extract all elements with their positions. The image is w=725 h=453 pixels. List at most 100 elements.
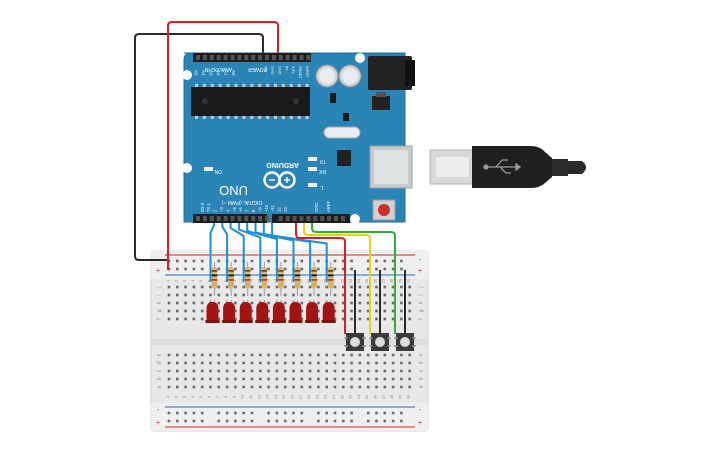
rail-hole[interactable] <box>391 267 395 271</box>
rail-hole[interactable] <box>375 259 378 263</box>
breadboard-hole[interactable] <box>209 377 212 381</box>
rail-hole[interactable] <box>283 411 287 415</box>
breadboard-hole[interactable] <box>242 353 245 357</box>
rail-hole[interactable] <box>275 419 279 423</box>
rail-hole[interactable] <box>342 411 345 415</box>
breadboard-hole[interactable] <box>391 385 395 389</box>
rail-hole[interactable] <box>292 419 295 423</box>
breadboard-hole[interactable] <box>250 377 254 381</box>
breadboard-hole[interactable] <box>234 285 237 289</box>
breadboard-hole[interactable] <box>176 309 179 313</box>
breadboard-hole[interactable] <box>283 369 287 373</box>
breadboard-hole[interactable] <box>267 317 270 321</box>
breadboard-hole[interactable] <box>225 369 229 373</box>
breadboard-hole[interactable] <box>358 317 362 321</box>
breadboard-hole[interactable] <box>242 361 245 365</box>
rail-hole[interactable] <box>283 419 287 423</box>
top-pin-socket[interactable] <box>285 55 290 60</box>
led-signal-wire[interactable] <box>271 218 328 282</box>
rail-hole[interactable] <box>234 267 237 271</box>
breadboard-hole[interactable] <box>408 361 411 365</box>
rail-hole[interactable] <box>242 411 245 415</box>
breadboard-hole[interactable] <box>176 285 179 289</box>
breadboard-hole[interactable] <box>192 309 196 313</box>
breadboard-hole[interactable] <box>292 377 295 381</box>
rail-hole[interactable] <box>366 259 370 263</box>
breadboard-hole[interactable] <box>234 377 237 381</box>
breadboard-hole[interactable] <box>342 377 345 381</box>
breadboard-hole[interactable] <box>292 285 295 289</box>
breadboard-hole[interactable] <box>333 377 337 381</box>
breadboard-hole[interactable] <box>250 385 254 389</box>
breadboard-holes[interactable] <box>167 259 411 423</box>
breadboard-hole[interactable] <box>308 285 312 289</box>
button-wire-yellow[interactable] <box>303 218 371 334</box>
rail-hole[interactable] <box>350 259 353 263</box>
breadboard-hole[interactable] <box>391 369 395 373</box>
breadboard-hole[interactable] <box>375 285 378 289</box>
breadboard-hole[interactable] <box>184 285 187 289</box>
breadboard-hole[interactable] <box>358 385 362 389</box>
breadboard-hole[interactable] <box>350 293 353 297</box>
breadboard-hole[interactable] <box>308 369 312 373</box>
breadboard-hole[interactable] <box>217 293 221 297</box>
breadboard-hole[interactable] <box>325 377 328 381</box>
breadboard-hole[interactable] <box>267 309 270 313</box>
rail-hole[interactable] <box>176 419 179 423</box>
breadboard-hole[interactable] <box>200 293 204 297</box>
breadboard-hole[interactable] <box>192 293 196 297</box>
breadboard-hole[interactable] <box>292 361 295 365</box>
rail-hole[interactable] <box>366 267 370 271</box>
rail-hole[interactable] <box>200 267 204 271</box>
breadboard-hole[interactable] <box>275 293 279 297</box>
breadboard-hole[interactable] <box>234 301 237 305</box>
breadboard-hole[interactable] <box>200 385 204 389</box>
breadboard-hole[interactable] <box>242 293 245 297</box>
breadboard-hole[interactable] <box>375 377 378 381</box>
breadboard-hole[interactable] <box>217 369 221 373</box>
rail-hole[interactable] <box>167 419 171 423</box>
breadboard-hole[interactable] <box>408 353 411 357</box>
breadboard-hole[interactable] <box>283 293 287 297</box>
breadboard-hole[interactable] <box>167 317 171 321</box>
digital-pin-socket[interactable] <box>265 216 269 221</box>
breadboard-hole[interactable] <box>184 353 187 357</box>
breadboard-hole[interactable] <box>192 353 196 357</box>
rail-hole[interactable] <box>234 411 237 415</box>
push-buttons[interactable] <box>344 333 416 351</box>
breadboard-hole[interactable] <box>342 353 345 357</box>
breadboard-hole[interactable] <box>342 301 345 305</box>
breadboard-hole[interactable] <box>184 385 187 389</box>
rail-hole[interactable] <box>383 259 387 263</box>
digital-pin-socket[interactable] <box>230 216 235 221</box>
breadboard-hole[interactable] <box>283 385 287 389</box>
breadboard-hole[interactable] <box>300 377 304 381</box>
breadboard-hole[interactable] <box>308 377 312 381</box>
breadboard-hole[interactable] <box>383 385 387 389</box>
rail-hole[interactable] <box>366 411 370 415</box>
breadboard-hole[interactable] <box>225 377 229 381</box>
breadboard-hole[interactable] <box>366 293 370 297</box>
breadboard-hole[interactable] <box>283 377 287 381</box>
breadboard-hole[interactable] <box>234 293 237 297</box>
breadboard-hole[interactable] <box>400 293 403 297</box>
breadboard-hole[interactable] <box>234 361 237 365</box>
breadboard-hole[interactable] <box>308 361 312 365</box>
breadboard-hole[interactable] <box>366 385 370 389</box>
breadboard-hole[interactable] <box>192 361 196 365</box>
breadboard-hole[interactable] <box>176 361 179 365</box>
breadboard-hole[interactable] <box>242 285 245 289</box>
breadboard-hole[interactable] <box>283 301 287 305</box>
rail-hole[interactable] <box>250 267 254 271</box>
breadboard-hole[interactable] <box>259 369 262 373</box>
rail-hole[interactable] <box>184 259 187 263</box>
breadboard-hole[interactable] <box>391 377 395 381</box>
breadboard-hole[interactable] <box>300 285 304 289</box>
breadboard-hole[interactable] <box>176 301 179 305</box>
breadboard-hole[interactable] <box>375 385 378 389</box>
breadboard-hole[interactable] <box>250 293 254 297</box>
breadboard-hole[interactable] <box>242 385 245 389</box>
rail-hole[interactable] <box>317 259 320 263</box>
breadboard-hole[interactable] <box>317 369 320 373</box>
